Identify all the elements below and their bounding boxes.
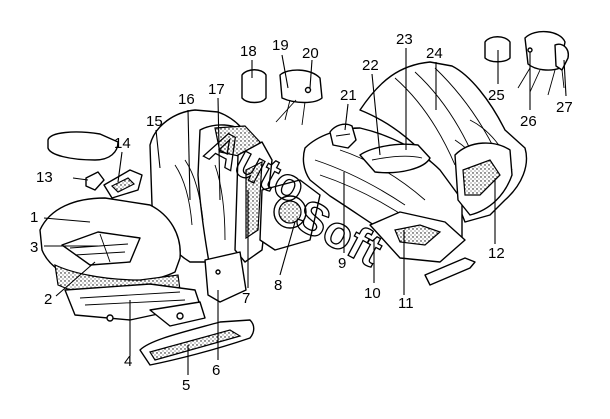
rear-side-bolster — [454, 142, 513, 216]
rear-armrest — [359, 143, 431, 174]
rear-trim-strip — [424, 257, 476, 286]
callout-12: 12 — [488, 245, 505, 262]
callout-15: 15 — [146, 113, 163, 130]
callout-5: 5 — [182, 377, 190, 394]
side-shield-14 — [103, 169, 143, 199]
side-shield-13 — [85, 171, 105, 191]
callout-25: 25 — [488, 87, 505, 104]
callout-27: 27 — [556, 99, 573, 116]
leader-lines — [43, 48, 567, 375]
callout-6: 6 — [212, 362, 220, 379]
callout-11: 11 — [398, 295, 414, 312]
callouts: 1 2 3 4 5 6 7 8 9 10 11 12 13 14 15 16 1… — [30, 31, 573, 394]
headrest-21 — [329, 123, 357, 149]
callout-8: 8 — [274, 277, 282, 294]
callout-22: 22 — [362, 57, 379, 74]
callout-7: 7 — [242, 290, 250, 307]
callout-21: 21 — [340, 87, 357, 104]
speaker-cover — [259, 179, 321, 251]
headrest-18 — [241, 69, 267, 104]
side-trim-5 — [139, 319, 255, 366]
rear-headrest-27 — [554, 43, 570, 89]
pillow — [47, 131, 119, 161]
callout-2: 2 — [44, 291, 52, 308]
callout-16: 16 — [178, 91, 195, 108]
callout-4: 4 — [124, 353, 132, 370]
callout-17: 17 — [208, 81, 225, 98]
callout-23: 23 — [396, 31, 413, 48]
rear-cushion-panel — [369, 211, 466, 263]
callout-19: 19 — [272, 37, 289, 54]
callout-13: 13 — [36, 169, 53, 186]
backrest-lower-panel — [204, 251, 247, 303]
headrest-19-20 — [275, 69, 323, 126]
callout-9: 9 — [338, 255, 346, 272]
front-cushion — [39, 197, 181, 284]
callout-14: 14 — [114, 135, 131, 152]
seat-track — [64, 283, 206, 327]
callout-20: 20 — [302, 45, 319, 62]
callout-3: 3 — [30, 239, 38, 256]
callout-10: 10 — [364, 285, 381, 302]
callout-24: 24 — [426, 45, 443, 62]
callout-18: 18 — [240, 43, 257, 60]
callout-1: 1 — [30, 209, 38, 226]
rear-headrest-25 — [484, 36, 511, 63]
callout-26: 26 — [520, 113, 537, 130]
